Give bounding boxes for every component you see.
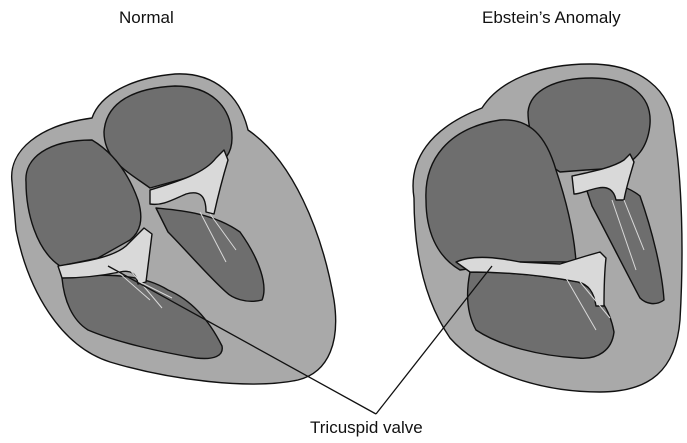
normal-heart [12,74,336,384]
ebstein-heart [413,64,682,392]
